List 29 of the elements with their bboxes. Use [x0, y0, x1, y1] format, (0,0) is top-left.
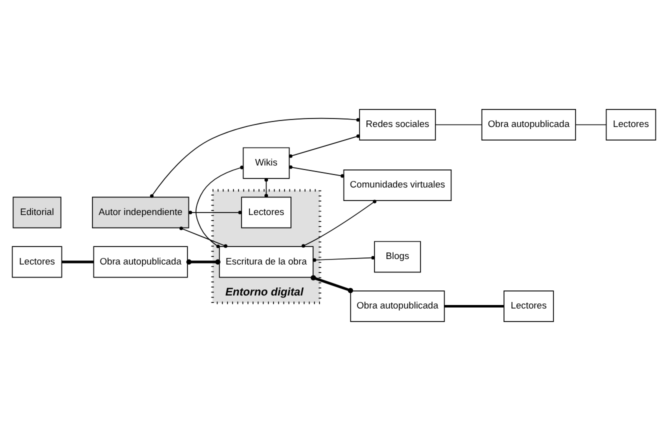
- connector: [188, 210, 242, 214]
- connector: [310, 274, 354, 293]
- node-box: Obra autopublicada: [93, 246, 188, 278]
- connector: [288, 164, 344, 178]
- node-box: Obra autopublicada: [481, 108, 576, 140]
- connector: [62, 260, 94, 263]
- node-box: Redes sociales: [359, 108, 436, 140]
- node-box: Lectores: [12, 246, 62, 278]
- connector: [264, 178, 268, 197]
- connector: [179, 226, 228, 248]
- node-box: Lectores: [241, 196, 292, 228]
- node-box: Autor independiente: [92, 196, 190, 228]
- connector: [444, 304, 504, 308]
- node-box: Lectores: [504, 290, 554, 322]
- connector: [312, 255, 375, 262]
- connector: [150, 117, 360, 198]
- node-box: Lectores: [606, 108, 656, 140]
- node-box: Comunidades virtuales: [343, 168, 452, 201]
- node-box: Escritura de la obra: [218, 246, 314, 278]
- node-box: Blogs: [374, 240, 421, 272]
- connector: [196, 165, 244, 248]
- connector: [186, 258, 220, 264]
- connector: [302, 199, 376, 248]
- connector: [435, 124, 482, 125]
- node-box: Wikis: [242, 146, 290, 178]
- node-box: Editorial: [12, 196, 62, 228]
- connector: [288, 134, 360, 158]
- node-box: Obra autopublicada: [350, 290, 445, 322]
- connector: [575, 124, 607, 125]
